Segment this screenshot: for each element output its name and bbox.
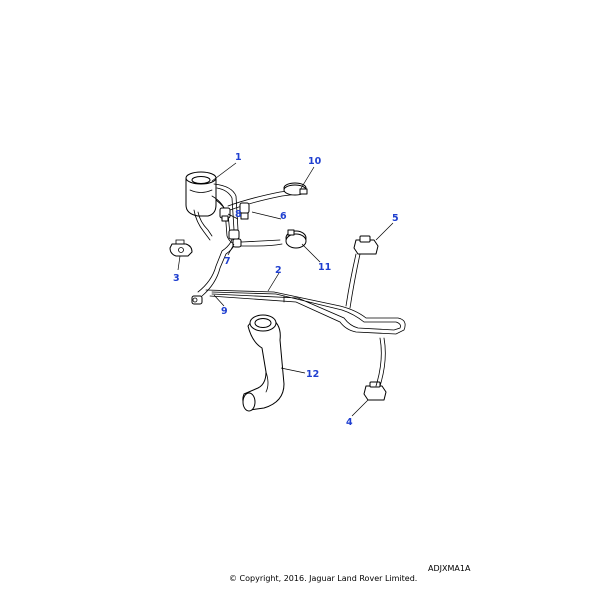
connector-7 [228,229,242,248]
callout-6: 6 [280,211,287,222]
callout-1: 1 [235,152,242,163]
filler-hose-12 [242,314,285,412]
diagram-reference-code: ADJXMA1A [428,564,471,573]
callout-10: 10 [308,156,322,167]
copyright-notice: © Copyright, 2016. Jaguar Land Rover Lim… [229,574,418,583]
callout-11: 11 [318,262,331,273]
hose-clamp-11 [285,229,307,249]
callout-2: 2 [275,265,282,276]
callout-12: 12 [306,369,319,380]
pipe-end-9 [191,295,203,305]
hose-clamp-10 [283,182,308,196]
callout-7: 7 [224,256,231,267]
connector-8 [219,207,231,222]
breather-pipes [193,183,299,297]
callout-9: 9 [221,306,228,317]
filler-neck-housing [185,171,217,217]
leader-lines [177,162,394,417]
clip-4 [363,337,387,401]
callout-5: 5 [392,213,399,224]
callout-3: 3 [173,273,180,284]
pipe-2 [205,289,406,335]
callout-labels: 1 2 3 4 5 6 7 8 9 10 11 12 [173,152,399,428]
bracket-3 [169,239,193,257]
callout-4: 4 [346,417,353,428]
connector-6 [239,202,250,220]
clip-5 [345,235,379,309]
callout-8: 8 [235,209,242,220]
